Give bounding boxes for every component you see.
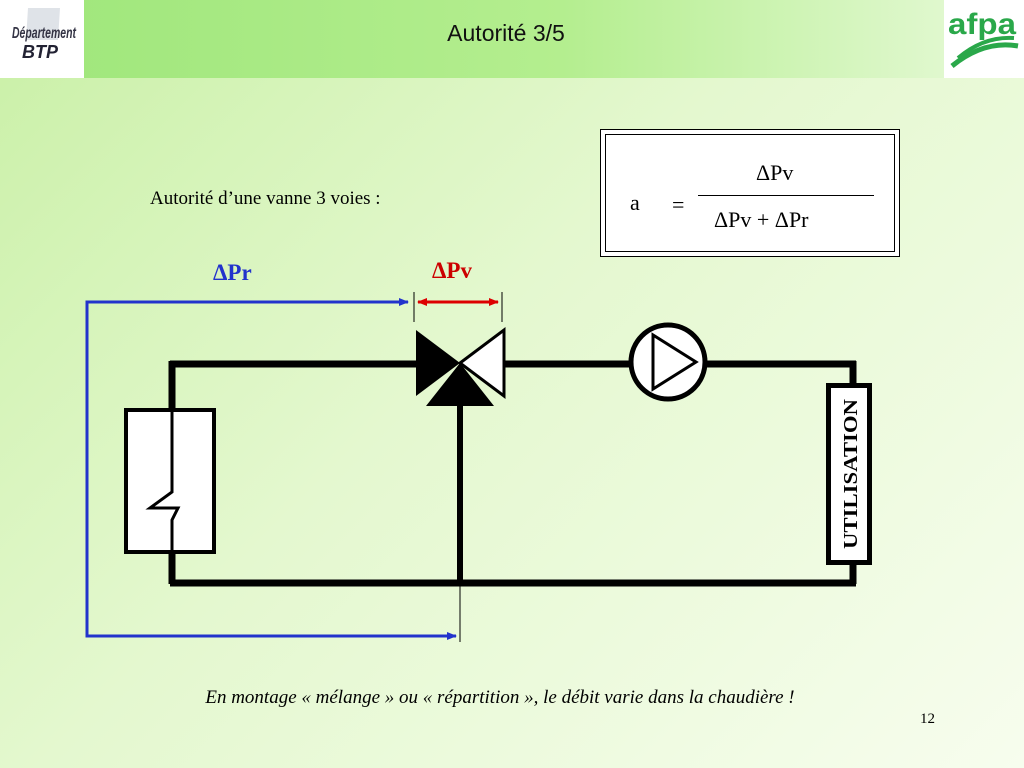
afpa-logo: afpa — [944, 0, 1024, 78]
valve-bottom-triangle — [426, 363, 494, 406]
delta-pv-label: ΔPv — [432, 258, 472, 283]
page-number: 12 — [920, 711, 935, 727]
header-bar — [0, 0, 1024, 78]
formula-equals: = — [672, 192, 685, 217]
slide-title: Autorité 3/5 — [447, 20, 565, 46]
formula-box: a = ΔPv ΔPv + ΔPr — [600, 129, 900, 257]
caption-text: En montage « mélange » ou « répartition … — [205, 687, 795, 708]
departement-btp-logo-graphic: Département BTP — [12, 8, 76, 62]
formula-lhs: a — [630, 190, 640, 215]
boiler-symbol — [145, 410, 181, 552]
logo-line2: BTP — [22, 42, 59, 62]
formula-inner-border: a = ΔPv ΔPv + ΔPr — [605, 134, 895, 252]
valve-left-triangle — [416, 330, 460, 396]
delta-pr-line — [85, 300, 452, 638]
formula-numerator: ΔPv — [756, 160, 794, 185]
boiler — [124, 408, 216, 554]
valve-right-triangle — [457, 327, 506, 399]
intro-text: Autorité d’une vanne 3 voies : — [150, 188, 381, 209]
afpa-swoosh — [950, 42, 1019, 68]
utilisation-box — [831, 388, 867, 560]
departement-btp-logo: Département BTP — [0, 0, 84, 78]
logo-line1: Département — [12, 25, 76, 42]
delta-pr-label: ΔPr — [213, 260, 252, 285]
formula-denominator: ΔPv + ΔPr — [714, 207, 809, 232]
afpa-logo-text: afpa — [948, 8, 1016, 41]
afpa-swoosh — [956, 35, 1015, 60]
logo-shape — [26, 8, 60, 40]
pump-arrow-icon — [651, 332, 699, 392]
afpa-logo-graphic: afpa — [948, 8, 1019, 68]
formula-fraction-bar — [698, 195, 874, 196]
utilisation-label: UTILISATION — [840, 398, 862, 549]
